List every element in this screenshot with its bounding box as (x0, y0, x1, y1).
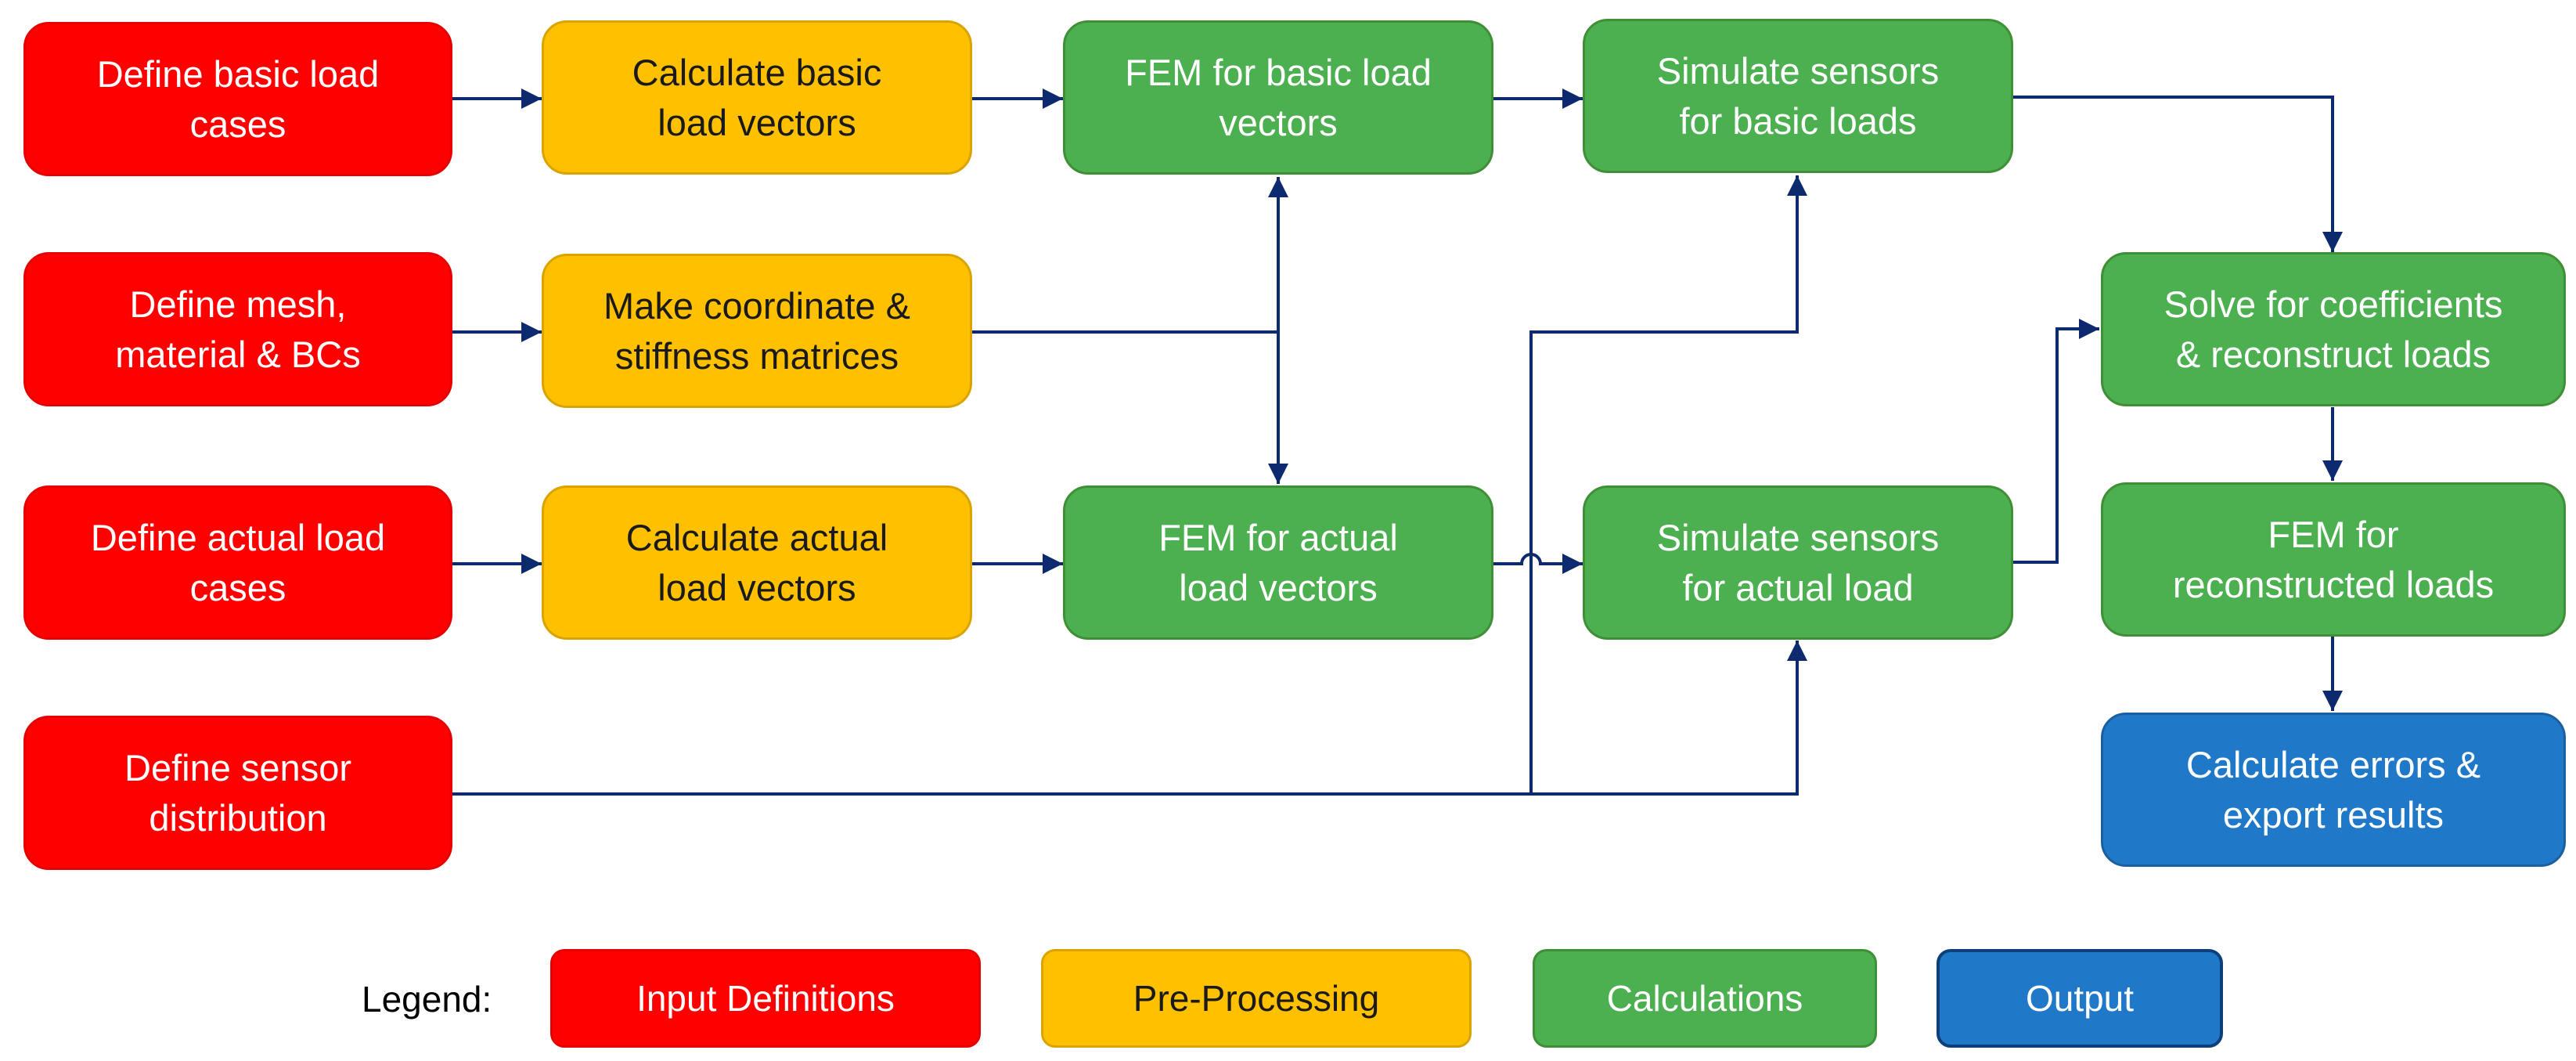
node-simulate-sensors-basic[interactable]: Simulate sensors for basic loads (1583, 19, 2013, 173)
node-define-mesh-material[interactable]: Define mesh, material & BCs (23, 252, 452, 406)
node-define-basic-load-cases[interactable]: Define basic load cases (23, 22, 452, 176)
node-simulate-sensors-actual[interactable]: Simulate sensors for actual load (1583, 485, 2013, 640)
node-make-coordinate-stiffness-matrices[interactable]: Make coordinate & stiffness matrices (542, 254, 972, 408)
node-calculate-basic-load-vectors[interactable]: Calculate basic load vectors (542, 20, 972, 175)
connector-sensor-to-sim-basic (1529, 175, 1807, 794)
legend-input-definitions: Input Definitions (550, 949, 981, 1048)
node-calculate-errors-export[interactable]: Calculate errors & export results (2101, 713, 2566, 867)
connector-fem-actual-to-sim-actual (1493, 553, 1583, 574)
node-fem-basic-load-vectors[interactable]: FEM for basic load vectors (1063, 20, 1493, 175)
legend-pre-processing: Pre-Processing (1041, 949, 1472, 1048)
legend-calculations: Calculations (1533, 949, 1877, 1048)
node-solve-coefficients[interactable]: Solve for coefficients & reconstruct loa… (2101, 252, 2566, 406)
connector-sensor-to-sim-actual (452, 641, 1807, 796)
node-calculate-actual-load-vectors[interactable]: Calculate actual load vectors (542, 485, 972, 640)
connector-sim-actual-to-solve (2013, 319, 2099, 564)
node-define-sensor-distribution[interactable]: Define sensor distribution (23, 716, 452, 870)
legend-output: Output (1937, 949, 2223, 1048)
legend-label: Legend: (362, 979, 492, 1019)
node-fem-actual-load-vectors[interactable]: FEM for actual load vectors (1063, 485, 1493, 640)
connector-sim-basic-to-solve (2013, 96, 2343, 252)
node-define-actual-load-cases[interactable]: Define actual load cases (23, 485, 452, 640)
node-fem-reconstructed-loads[interactable]: FEM for reconstructed loads (2101, 482, 2566, 637)
